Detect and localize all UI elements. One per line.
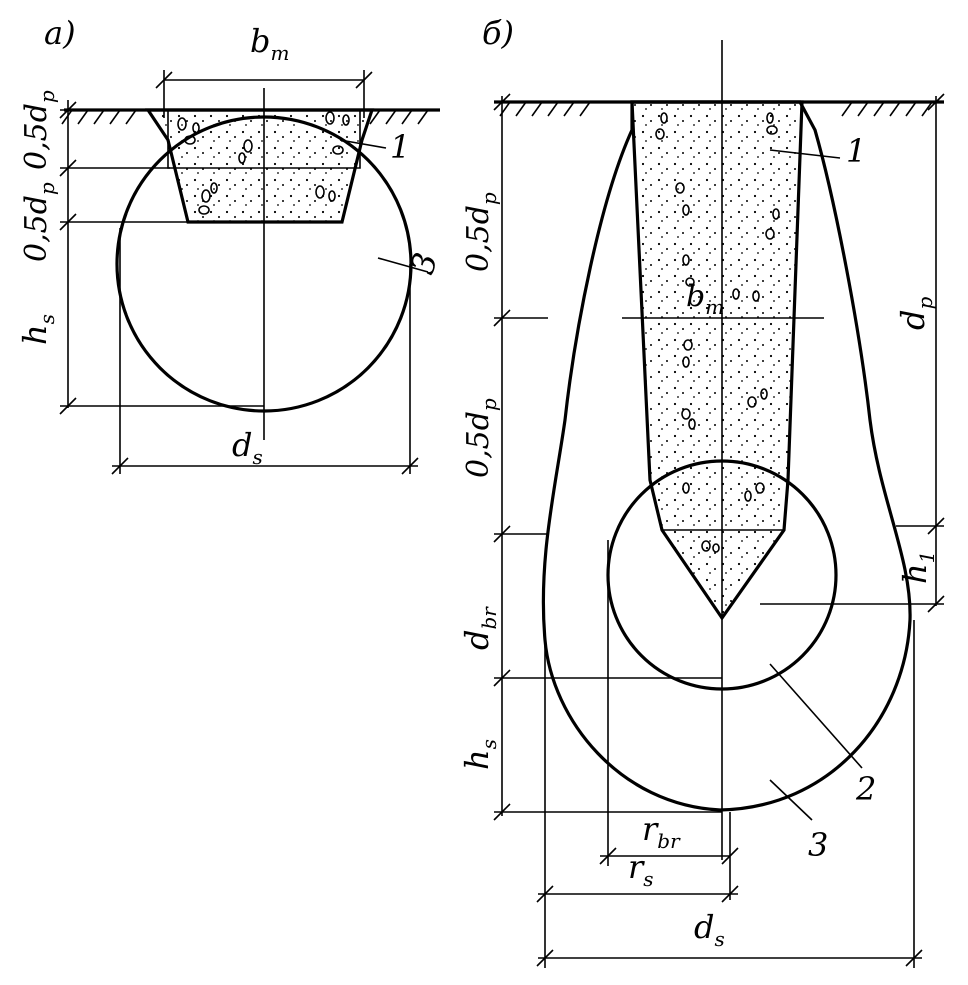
aggregate-drops-b bbox=[655, 112, 780, 553]
compacted-zone-b bbox=[541, 100, 912, 812]
aggregate-drops-a bbox=[177, 111, 350, 215]
rbr-label-b: rbr bbox=[642, 810, 681, 853]
half-dp-lower-label-b: 0,5dp bbox=[461, 398, 501, 478]
hs-label-a: hs bbox=[16, 314, 59, 345]
ds-label-a: ds bbox=[232, 426, 263, 469]
callout-3-leader-b bbox=[769, 779, 813, 821]
callout-3-b: 3 bbox=[808, 826, 828, 864]
half-dp-upper-label-b: 0,5dp bbox=[461, 192, 501, 272]
callout-3-leader-a bbox=[377, 257, 429, 273]
ground-hatching-b bbox=[499, 101, 933, 117]
half-dp-mid-label-a: 0,5dp bbox=[19, 182, 59, 262]
h1-label-b: h1 bbox=[896, 551, 939, 584]
callout-1-leader-b bbox=[769, 149, 841, 159]
panel-a: bm 0,5dp 0,5dp hs ds 1 3 a) bbox=[16, 14, 445, 475]
ground-hatching-a bbox=[61, 109, 429, 125]
hs-label-b: hs bbox=[458, 739, 501, 770]
rs-label-b: rs bbox=[628, 848, 654, 891]
panel-b-label: б) bbox=[482, 14, 514, 52]
callout-2-leader-b bbox=[769, 663, 863, 769]
callout-1-a: 1 bbox=[390, 128, 410, 166]
callout-1-leader-a bbox=[339, 139, 387, 149]
callout-1-b: 1 bbox=[846, 132, 866, 170]
panel-b: bm 0,5dp 0,5dp dbr hs dp h1 rbr bbox=[458, 14, 945, 968]
half-dp-top-label-a: 0,5dp bbox=[19, 90, 59, 170]
bm-label-b: bm bbox=[686, 279, 724, 319]
callout-2-b: 2 bbox=[855, 770, 876, 808]
panel-a-label: a) bbox=[44, 14, 76, 52]
ds-label-b: ds bbox=[694, 908, 725, 951]
bm-label-a: bm bbox=[250, 22, 289, 65]
dp-label-b: dp bbox=[894, 297, 937, 330]
dbr-label-b: dbr bbox=[458, 606, 501, 650]
